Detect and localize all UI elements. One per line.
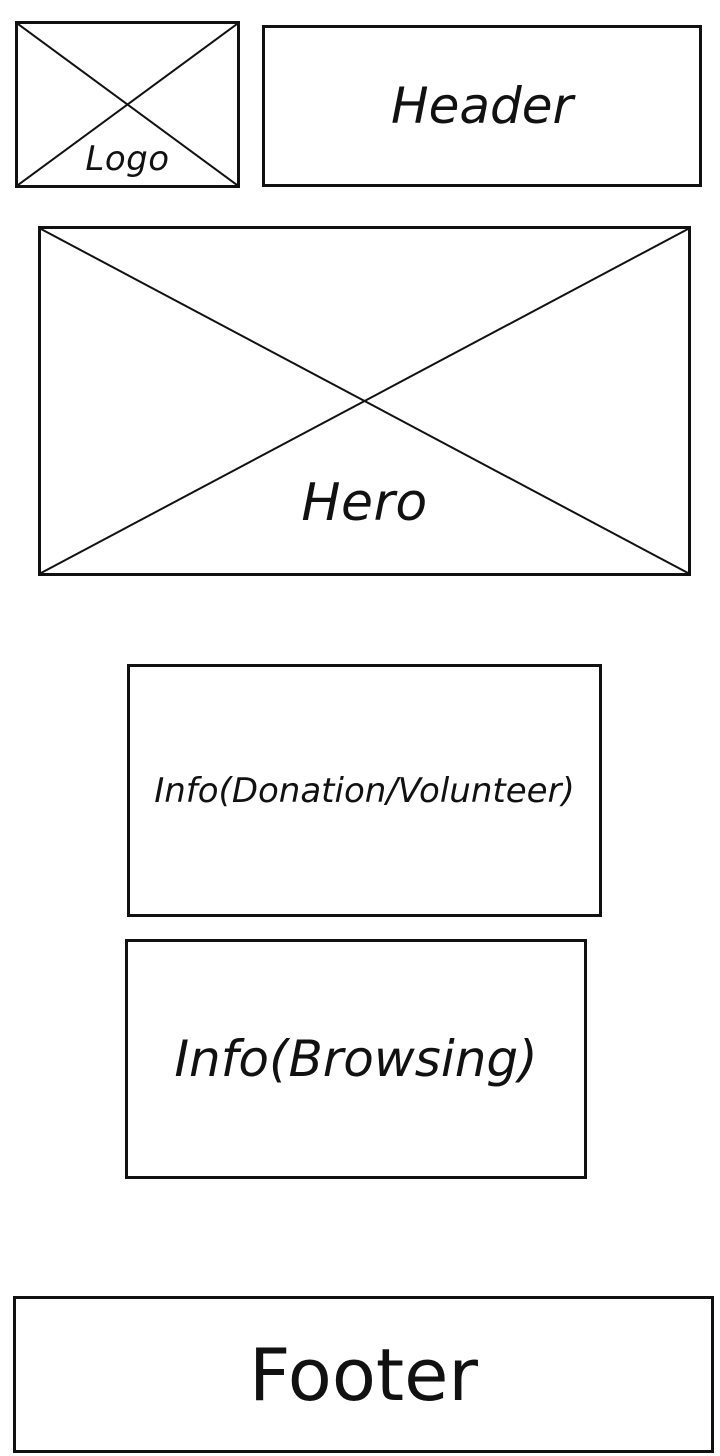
footer-placeholder: Footer [13, 1296, 714, 1453]
footer-label: Footer [248, 1332, 479, 1417]
logo-placeholder: Logo [15, 21, 240, 188]
logo-label: Logo [85, 139, 170, 179]
header-label: Header [390, 77, 574, 135]
hero-label: Hero [301, 473, 428, 533]
header-placeholder: Header [262, 25, 702, 187]
info-donation-label: Info(Donation/Volunteer) [154, 770, 575, 811]
image-placeholder-icon [41, 229, 688, 573]
info-browsing-section: Info(Browsing) [125, 939, 587, 1179]
info-browsing-label: Info(Browsing) [174, 1030, 538, 1088]
info-donation-section: Info(Donation/Volunteer) [127, 664, 602, 917]
image-placeholder-icon [18, 24, 237, 185]
hero-placeholder: Hero [38, 226, 691, 576]
